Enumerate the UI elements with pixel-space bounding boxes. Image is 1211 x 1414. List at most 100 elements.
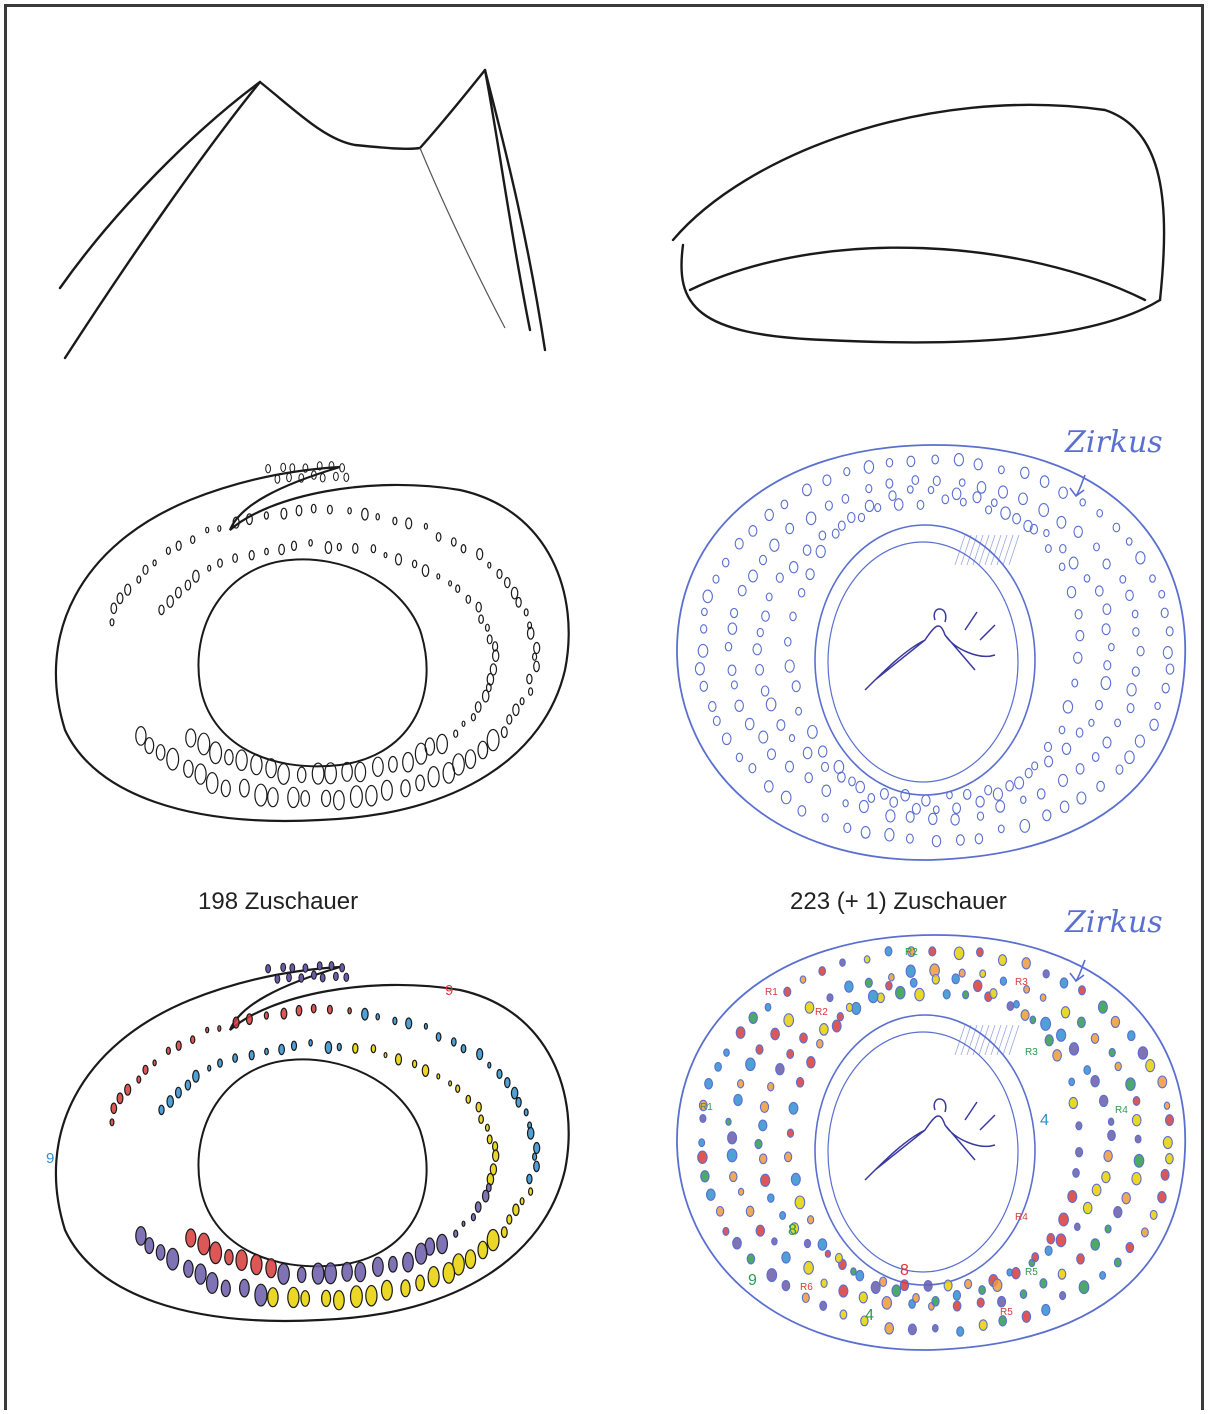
seat-mark: [137, 576, 141, 583]
seat-mark: [456, 1085, 460, 1092]
seat-mark: [225, 1250, 233, 1265]
seat-mark: [776, 1064, 784, 1075]
seat-mark: [534, 1161, 540, 1171]
seat-mark: [1132, 1115, 1141, 1126]
seat-mark: [722, 733, 731, 745]
seat-mark: [1097, 781, 1105, 791]
seat-mark: [255, 1284, 267, 1306]
seat-mark: [348, 1008, 351, 1014]
seat-mark: [1042, 1304, 1050, 1315]
seat-mark: [534, 1143, 540, 1154]
seat-mark: [454, 730, 458, 737]
seat-mark: [901, 790, 910, 801]
seat-mark: [167, 1248, 179, 1270]
seat-mark: [834, 761, 844, 774]
seat-mark: [117, 593, 123, 604]
seat-mark: [1079, 986, 1086, 995]
seat-mark: [761, 1174, 770, 1186]
seat-mark: [325, 1042, 331, 1054]
seat-mark: [910, 978, 917, 987]
seat-mark: [505, 578, 510, 588]
seat-mark: [351, 1286, 363, 1308]
seat-mark: [1022, 1311, 1030, 1322]
seat-mark: [366, 1286, 377, 1306]
seat-mark: [998, 825, 1004, 833]
seat-mark: [1103, 559, 1110, 569]
seat-mark: [856, 781, 865, 792]
seat-mark: [462, 721, 465, 726]
row-label: R1: [765, 987, 778, 998]
seat-mark: [312, 1263, 324, 1284]
seat-mark: [344, 473, 349, 481]
seat-mark: [1089, 719, 1094, 726]
seat-mark: [709, 702, 716, 712]
row-label: R3: [1025, 1047, 1038, 1058]
seat-mark: [396, 554, 402, 565]
seat-mark: [768, 1083, 774, 1091]
ring-inner-outline: [828, 1032, 1018, 1272]
seat-mark: [443, 1263, 454, 1284]
seat-mark: [278, 1264, 289, 1285]
circus-plan-right: Zirkus: [670, 430, 1200, 870]
seat-mark: [1044, 530, 1049, 537]
seat-mark: [218, 1026, 221, 1032]
caption-left: 198 Zuschauer: [198, 888, 358, 916]
seat-mark: [780, 1212, 786, 1220]
seat-mark: [953, 803, 961, 813]
seat-mark: [1075, 1223, 1081, 1230]
seat-mark: [452, 1038, 457, 1046]
seat-mark: [1083, 1202, 1092, 1213]
seat-mark: [207, 1273, 218, 1294]
seat-mark: [328, 505, 333, 514]
seat-mark: [413, 560, 417, 567]
seat-mark: [483, 690, 489, 702]
seat-mark: [1020, 820, 1030, 833]
hatch-line: [997, 1025, 1007, 1055]
seat-mark: [785, 660, 794, 672]
seat-mark: [1091, 1076, 1099, 1087]
seat-mark: [739, 1188, 744, 1195]
ring-inner-outline: [828, 542, 1018, 782]
seat-mark: [1006, 781, 1014, 791]
seat-mark: [1079, 1281, 1089, 1294]
seat-mark: [922, 795, 930, 806]
seat-mark: [1104, 1150, 1112, 1161]
seat-mark: [207, 773, 218, 794]
seat-mark: [340, 464, 345, 472]
seat-mark: [184, 1260, 193, 1277]
seat-mark: [298, 1267, 306, 1282]
hatch-line: [961, 1025, 971, 1055]
seat-mark: [437, 574, 440, 579]
seat-mark: [964, 790, 971, 800]
row-label: 8: [900, 1262, 909, 1279]
seat-mark: [137, 1076, 141, 1083]
seat-mark: [1092, 1184, 1101, 1196]
seat-mark: [428, 767, 439, 787]
seat-mark: [287, 473, 292, 481]
seat-mark: [965, 1279, 972, 1288]
seat-mark: [977, 948, 984, 957]
seat-mark: [520, 1198, 524, 1205]
seat-mark: [784, 1014, 794, 1027]
seat-mark: [864, 461, 873, 474]
seat-mark: [782, 1252, 790, 1263]
seat-mark: [210, 742, 222, 764]
seat-mark: [1012, 1268, 1020, 1279]
seat-mark: [268, 788, 278, 807]
seat-mark: [1102, 624, 1110, 635]
seat-mark: [864, 956, 870, 963]
seat-mark: [885, 947, 892, 956]
seat-mark: [1142, 1228, 1149, 1237]
seat-mark: [403, 753, 414, 772]
seat-mark: [401, 780, 410, 797]
seat-mark: [156, 1245, 165, 1260]
seat-mark: [218, 526, 221, 532]
seat-mark: [265, 1048, 269, 1054]
seat-mark: [1126, 538, 1132, 545]
seat-mark: [507, 1215, 512, 1224]
seat-mark: [823, 475, 831, 486]
seat-mark: [786, 523, 794, 533]
hatch-line: [979, 1025, 989, 1055]
seat-mark: [789, 1102, 798, 1114]
seat-mark: [942, 495, 949, 504]
